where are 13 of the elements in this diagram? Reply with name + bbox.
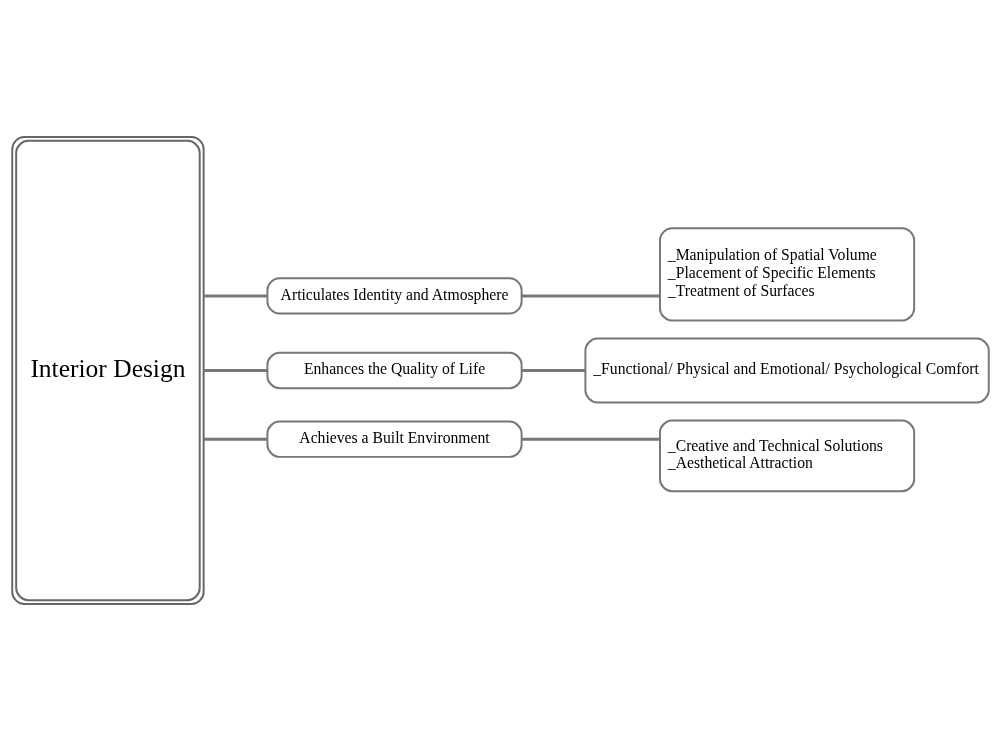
node-box: Achieves a Built Environment xyxy=(266,420,523,458)
connector xyxy=(203,369,268,372)
node-box: _Functional/ Physical and Emotional/ Psychological Comfort xyxy=(584,337,990,404)
node-box: Enhances the Quality of Life xyxy=(266,351,523,390)
connector xyxy=(521,437,660,441)
node-box: Articulates Identity and Atmosphere xyxy=(266,277,523,315)
connector xyxy=(203,294,268,298)
node-box: _Manipulation of Spatial Volume _Placement of Specific Elements _Treatment of Surfaces xyxy=(659,227,916,322)
connector xyxy=(521,294,660,298)
node-box: _Creative and Technical Solutions _Aesthetical Attraction xyxy=(659,419,916,493)
connector xyxy=(203,437,268,441)
connector xyxy=(521,369,586,372)
node-box: Interior Design xyxy=(11,135,205,606)
